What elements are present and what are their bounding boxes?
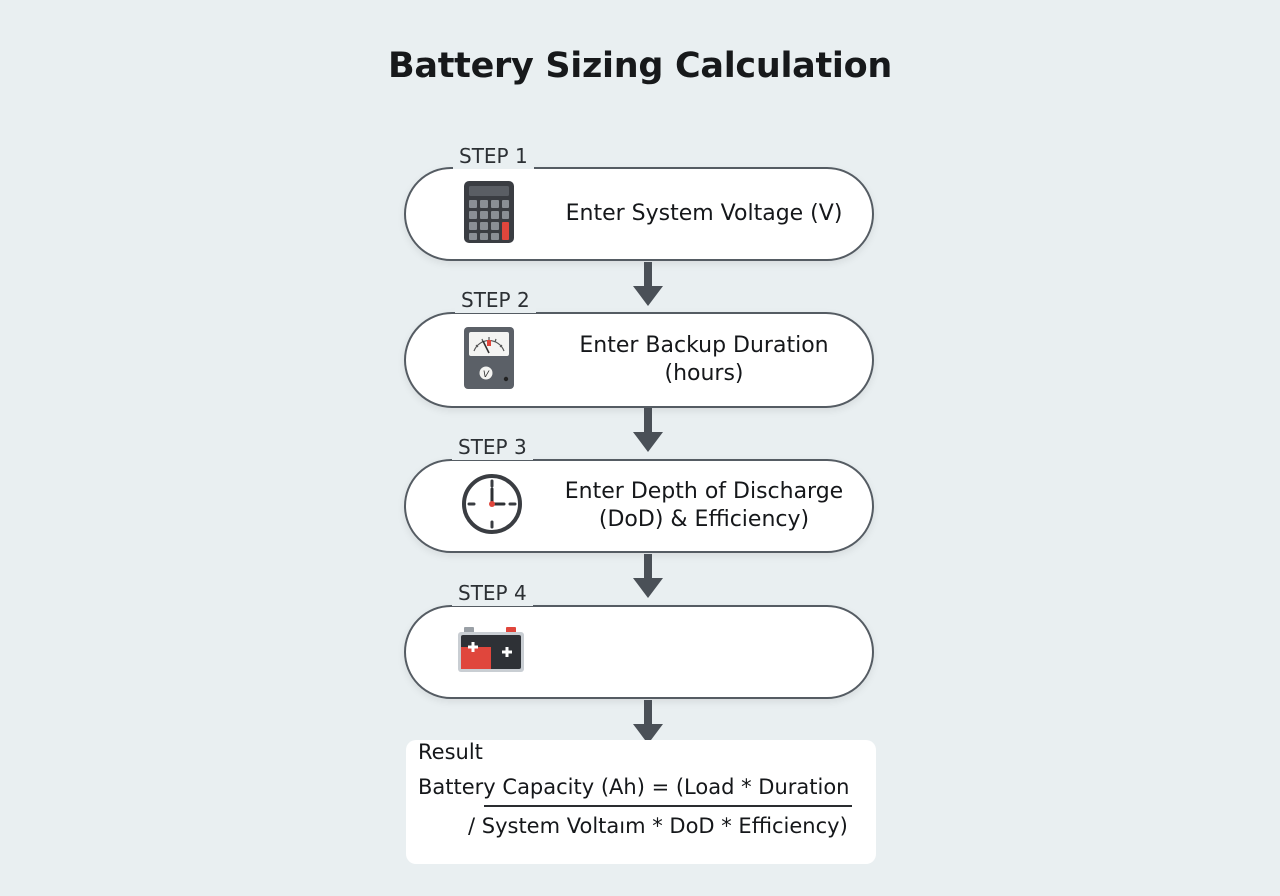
step-2-card[interactable]: V Enter Backup Duration (hours) <box>404 312 874 408</box>
arrow-down-icon <box>633 700 663 744</box>
battery-icon <box>456 625 526 679</box>
step-4-label: STEP 4 <box>452 580 533 606</box>
step-2-text: Enter Backup Duration (hours) <box>579 333 829 386</box>
step-3-label: STEP 3 <box>452 434 533 460</box>
result-formula-numerator: Battery Capacity (Ah) = (Load * Duration <box>418 775 850 799</box>
step-1-label: STEP 1 <box>453 143 534 169</box>
page-title: Battery Sizing Calculation <box>388 46 892 86</box>
step-3-card[interactable]: Enter Depth of Discharge (DoD) & Efficie… <box>404 459 874 553</box>
step-2-label: STEP 2 <box>455 287 536 313</box>
step-1-text: Enter System Voltage (V) <box>565 201 843 226</box>
svg-text:V: V <box>483 370 490 380</box>
fraction-line <box>484 805 852 807</box>
clock-icon <box>460 472 524 540</box>
step-4-card[interactable] <box>404 605 874 699</box>
calculator-icon <box>462 179 516 249</box>
result-title: Result <box>418 740 483 764</box>
arrow-down-icon <box>633 262 663 306</box>
voltmeter-icon: V <box>462 325 516 395</box>
arrow-down-icon <box>633 408 663 452</box>
result-formula-denominator: / System Voltaım * DoD * Efficiency) <box>468 814 848 838</box>
step-1-card[interactable]: Enter System Voltage (V) <box>404 167 874 261</box>
arrow-down-icon <box>633 554 663 598</box>
step-3-text: Enter Depth of Discharge (DoD) & Efficie… <box>564 479 844 532</box>
result-box: Result Battery Capacity (Ah) = (Load * D… <box>406 740 876 864</box>
